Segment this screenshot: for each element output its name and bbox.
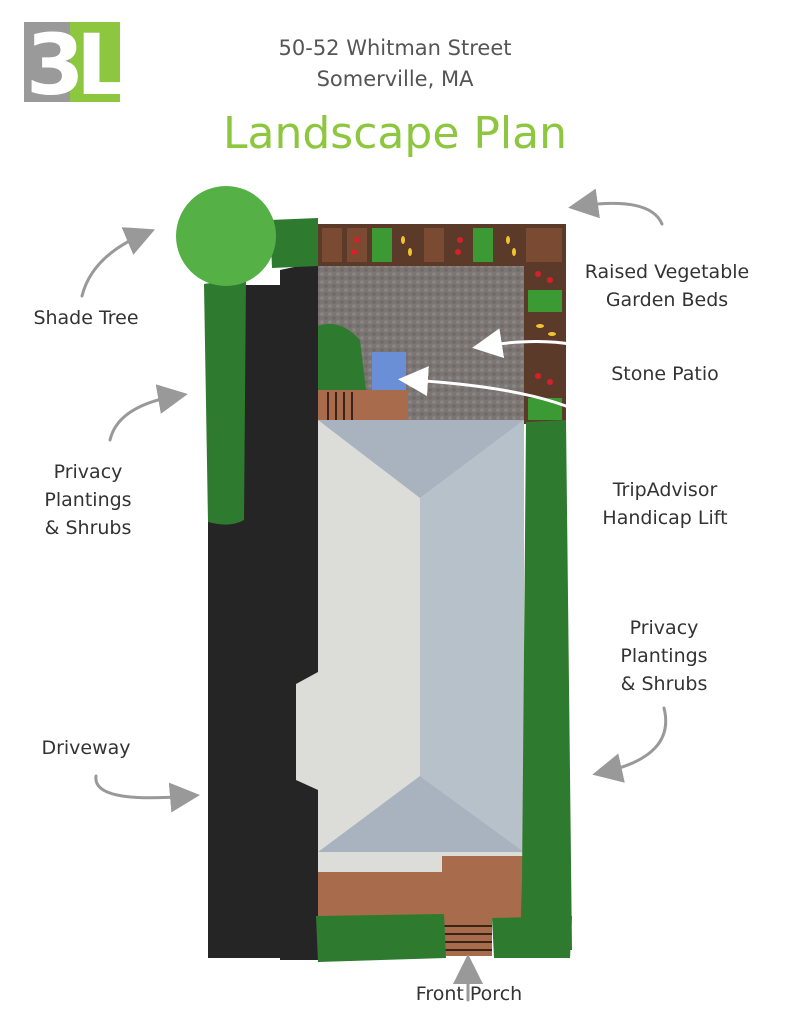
label-raised-beds-line-1: Raised Vegetable (584, 261, 750, 283)
house-roof (296, 420, 524, 872)
front-deck (318, 856, 524, 918)
label-handicap-lift: TripAdvisor Handicap Lift (590, 476, 740, 532)
label-privacy-right: Privacy Plantings & Shrubs (606, 614, 722, 698)
shade-tree (176, 186, 276, 286)
rear-deck (318, 390, 408, 422)
label-shade-tree: Shade Tree (33, 307, 139, 329)
label-privacy-left-line-3: & Shrubs (44, 517, 132, 539)
label-handicap-lift-line-2: Handicap Lift (602, 507, 728, 529)
label-raised-beds: Raised Vegetable Garden Beds (578, 258, 756, 314)
label-handicap-lift-line-1: TripAdvisor (612, 479, 718, 501)
label-stone-patio: Stone Patio (611, 363, 719, 385)
label-raised-beds-line-2: Garden Beds (605, 289, 729, 311)
label-front-porch: Front Porch (415, 983, 523, 1005)
page-title: Landscape Plan (223, 108, 567, 159)
label-privacy-left-line-1: Privacy (53, 461, 123, 483)
raised-vegetable-beds (318, 224, 566, 424)
label-privacy-right-line-3: & Shrubs (620, 673, 708, 695)
address-line-1: 50-52 Whitman Street (278, 36, 512, 60)
label-privacy-left: Privacy Plantings & Shrubs (30, 458, 146, 542)
label-privacy-left-line-2: Plantings (44, 489, 132, 511)
front-porch-steps (444, 918, 492, 956)
label-privacy-right-line-2: Plantings (620, 645, 708, 667)
privacy-shrubs (204, 218, 572, 962)
logo-3-glyph: 3 (26, 22, 84, 102)
handicap-lift (372, 352, 406, 390)
address-line-2: Somerville, MA (316, 67, 474, 91)
label-driveway: Driveway (41, 737, 131, 759)
label-privacy-right-line-1: Privacy (629, 617, 699, 639)
